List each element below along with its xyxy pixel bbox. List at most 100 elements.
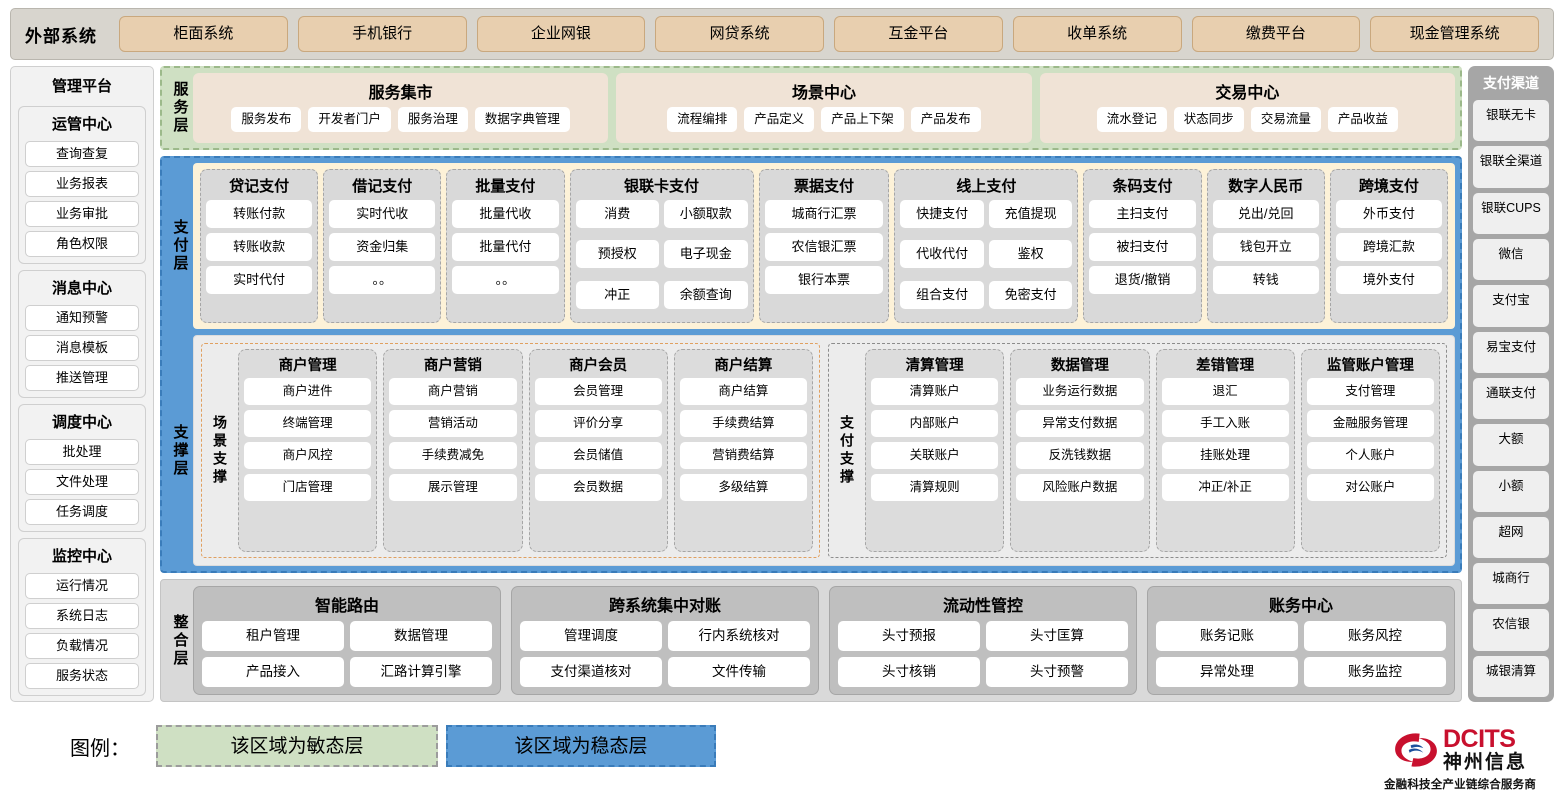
integration-cell[interactable]: 文件传输: [668, 657, 810, 687]
external-system-chip[interactable]: 柜面系统: [119, 16, 288, 52]
management-item[interactable]: 文件处理: [25, 469, 139, 495]
support-cell[interactable]: 商户结算: [680, 378, 807, 405]
support-cell[interactable]: 清算账户: [871, 378, 998, 405]
integration-cell[interactable]: 头寸预报: [838, 621, 980, 651]
support-cell[interactable]: 多级结算: [680, 474, 807, 501]
support-cell[interactable]: 会员储值: [535, 442, 662, 469]
payment-cell[interactable]: 城商行汇票: [765, 200, 884, 228]
service-chip[interactable]: 产品发布: [911, 107, 981, 132]
support-cell[interactable]: 退汇: [1162, 378, 1289, 405]
management-item[interactable]: 运行情况: [25, 573, 139, 599]
service-chip[interactable]: 产品上下架: [821, 107, 904, 132]
support-cell[interactable]: 终端管理: [244, 410, 371, 437]
service-chip[interactable]: 服务治理: [398, 107, 468, 132]
service-chip[interactable]: 产品收益: [1328, 107, 1398, 132]
payment-channel-item[interactable]: 银联CUPS: [1473, 193, 1549, 234]
payment-cell[interactable]: 电子现金: [664, 240, 748, 268]
support-cell[interactable]: 风险账户数据: [1016, 474, 1143, 501]
integration-cell[interactable]: 账务监控: [1304, 657, 1446, 687]
payment-cell[interactable]: 资金归集: [329, 233, 435, 261]
support-cell[interactable]: 反洗钱数据: [1016, 442, 1143, 469]
payment-cell[interactable]: 钱包开立: [1213, 233, 1319, 261]
payment-cell[interactable]: 代收代付: [900, 240, 984, 268]
payment-cell[interactable]: 鉴权: [989, 240, 1073, 268]
payment-cell[interactable]: 退货/撤销: [1089, 266, 1195, 294]
integration-cell[interactable]: 支付渠道核对: [520, 657, 662, 687]
service-chip[interactable]: 产品定义: [744, 107, 814, 132]
integration-cell[interactable]: 管理调度: [520, 621, 662, 651]
support-cell[interactable]: 支付管理: [1307, 378, 1434, 405]
support-cell[interactable]: 手续费结算: [680, 410, 807, 437]
payment-cell[interactable]: 小额取款: [664, 200, 748, 228]
service-chip[interactable]: 服务发布: [231, 107, 301, 132]
payment-cell[interactable]: 冲正: [576, 281, 660, 309]
payment-cell[interactable]: 余额查询: [664, 281, 748, 309]
support-cell[interactable]: 门店管理: [244, 474, 371, 501]
support-cell[interactable]: 营销费结算: [680, 442, 807, 469]
service-chip[interactable]: 数据字典管理: [475, 107, 570, 132]
payment-cell[interactable]: 跨境汇款: [1336, 233, 1442, 261]
support-cell[interactable]: 商户进件: [244, 378, 371, 405]
payment-channel-item[interactable]: 通联支付: [1473, 378, 1549, 419]
support-cell[interactable]: 对公账户: [1307, 474, 1434, 501]
payment-cell[interactable]: 组合支付: [900, 281, 984, 309]
payment-cell[interactable]: 批量代收: [452, 200, 558, 228]
payment-cell[interactable]: 消费: [576, 200, 660, 228]
service-chip[interactable]: 开发者门户: [308, 107, 391, 132]
management-item[interactable]: 消息模板: [25, 335, 139, 361]
management-item[interactable]: 服务状态: [25, 663, 139, 689]
payment-cell[interactable]: 。。: [329, 266, 435, 294]
external-system-chip[interactable]: 互金平台: [834, 16, 1003, 52]
external-system-chip[interactable]: 网贷系统: [655, 16, 824, 52]
support-cell[interactable]: 展示管理: [389, 474, 516, 501]
support-cell[interactable]: 手续费减免: [389, 442, 516, 469]
service-chip[interactable]: 流程编排: [667, 107, 737, 132]
management-item[interactable]: 通知预警: [25, 305, 139, 331]
payment-cell[interactable]: 实时代付: [206, 266, 312, 294]
management-item[interactable]: 业务审批: [25, 201, 139, 227]
support-cell[interactable]: 商户风控: [244, 442, 371, 469]
payment-cell[interactable]: 转账收款: [206, 233, 312, 261]
support-cell[interactable]: 业务运行数据: [1016, 378, 1143, 405]
payment-cell[interactable]: 银行本票: [765, 266, 884, 294]
integration-cell[interactable]: 汇路计算引擎: [350, 657, 492, 687]
integration-cell[interactable]: 租户管理: [202, 621, 344, 651]
payment-cell[interactable]: 外币支付: [1336, 200, 1442, 228]
payment-cell[interactable]: 实时代收: [329, 200, 435, 228]
payment-cell[interactable]: 免密支付: [989, 281, 1073, 309]
support-cell[interactable]: 异常支付数据: [1016, 410, 1143, 437]
support-cell[interactable]: 清算规则: [871, 474, 998, 501]
payment-channel-item[interactable]: 小额: [1473, 471, 1549, 512]
management-item[interactable]: 批处理: [25, 439, 139, 465]
payment-cell[interactable]: 转钱: [1213, 266, 1319, 294]
integration-cell[interactable]: 头寸预警: [986, 657, 1128, 687]
service-chip[interactable]: 交易流量: [1251, 107, 1321, 132]
support-cell[interactable]: 会员管理: [535, 378, 662, 405]
payment-cell[interactable]: 主扫支付: [1089, 200, 1195, 228]
payment-cell[interactable]: 。。: [452, 266, 558, 294]
integration-cell[interactable]: 账务风控: [1304, 621, 1446, 651]
payment-channel-item[interactable]: 大额: [1473, 424, 1549, 465]
integration-cell[interactable]: 账务记账: [1156, 621, 1298, 651]
integration-cell[interactable]: 数据管理: [350, 621, 492, 651]
management-item[interactable]: 角色权限: [25, 231, 139, 257]
support-cell[interactable]: 手工入账: [1162, 410, 1289, 437]
integration-cell[interactable]: 头寸匡算: [986, 621, 1128, 651]
service-chip[interactable]: 状态同步: [1174, 107, 1244, 132]
payment-cell[interactable]: 预授权: [576, 240, 660, 268]
support-cell[interactable]: 关联账户: [871, 442, 998, 469]
payment-cell[interactable]: 转账付款: [206, 200, 312, 228]
integration-cell[interactable]: 行内系统核对: [668, 621, 810, 651]
payment-cell[interactable]: 农信银汇票: [765, 233, 884, 261]
support-cell[interactable]: 评价分享: [535, 410, 662, 437]
management-item[interactable]: 负载情况: [25, 633, 139, 659]
payment-cell[interactable]: 境外支付: [1336, 266, 1442, 294]
payment-channel-item[interactable]: 易宝支付: [1473, 332, 1549, 373]
management-item[interactable]: 任务调度: [25, 499, 139, 525]
management-item[interactable]: 业务报表: [25, 171, 139, 197]
integration-cell[interactable]: 产品接入: [202, 657, 344, 687]
payment-cell[interactable]: 被扫支付: [1089, 233, 1195, 261]
service-chip[interactable]: 流水登记: [1097, 107, 1167, 132]
payment-channel-item[interactable]: 微信: [1473, 239, 1549, 280]
payment-cell[interactable]: 兑出/兑回: [1213, 200, 1319, 228]
